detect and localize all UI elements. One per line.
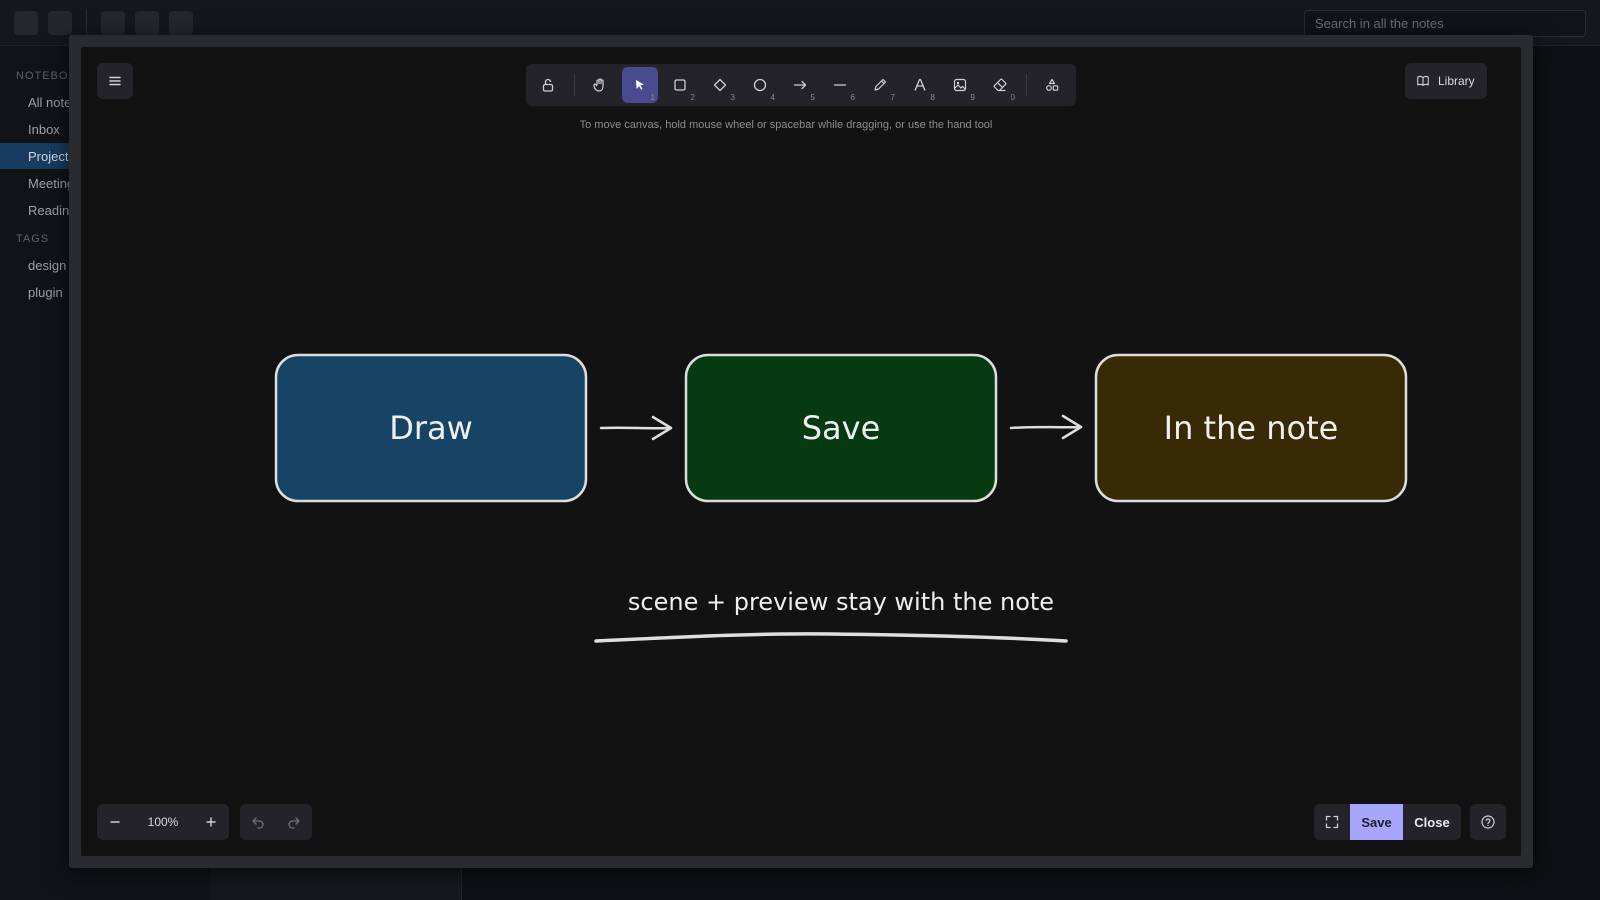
close-button[interactable]: Close <box>1414 814 1450 830</box>
zoom-in-button[interactable] <box>193 804 229 840</box>
eraser-icon <box>993 78 1007 92</box>
tool-shortcut: 8 <box>930 93 935 102</box>
tool-lock[interactable] <box>530 67 566 103</box>
fullscreen-icon <box>1325 815 1339 829</box>
redo-icon <box>288 817 300 829</box>
toolbar-button[interactable] <box>135 11 159 35</box>
library-button[interactable]: Library <box>1405 63 1487 99</box>
sidebar-tag-design[interactable]: design <box>28 258 67 273</box>
arrow-icon <box>793 80 807 90</box>
sidebar-tag-plugin[interactable]: plugin <box>28 285 63 300</box>
scene-box-draw[interactable]: Draw <box>274 353 588 503</box>
text-icon <box>914 78 926 91</box>
pencil-icon <box>874 78 887 91</box>
pointer-icon <box>636 80 644 90</box>
scene-arrow[interactable] <box>1009 414 1083 440</box>
library-label: Library <box>1438 74 1475 88</box>
line-icon <box>833 84 847 86</box>
plus-icon <box>206 817 216 827</box>
toolbar-divider <box>86 9 87 37</box>
help-button[interactable] <box>1470 804 1506 840</box>
tool-shortcut: 2 <box>690 93 695 102</box>
tool-shortcut: 7 <box>890 93 895 102</box>
tool-image[interactable]: 9 <box>942 67 978 103</box>
redo-button[interactable] <box>276 804 312 840</box>
hamburger-icon <box>109 76 121 86</box>
tool-shortcut: 9 <box>970 93 975 102</box>
scene-box-label: Save <box>802 409 881 447</box>
toolbar-button[interactable] <box>48 11 72 35</box>
search-input[interactable]: Search in all the notes <box>1304 10 1586 37</box>
scene-box-save[interactable]: Save <box>684 353 998 503</box>
undo-button[interactable] <box>240 804 276 840</box>
tool-draw[interactable]: 7 <box>862 67 898 103</box>
scene-box-in-the-note[interactable]: In the note <box>1094 353 1408 503</box>
tool-diamond[interactable]: 3 <box>702 67 738 103</box>
footer-actions: Save Close <box>1314 804 1461 840</box>
tool-extra-shapes[interactable] <box>1034 67 1070 103</box>
sidebar-item-reading[interactable]: Readin <box>28 203 70 218</box>
history-controls <box>240 804 312 840</box>
toolbar-button[interactable] <box>101 11 125 35</box>
fullscreen-button[interactable] <box>1314 804 1350 840</box>
drawing-modal: Draw Save In the note scene + preview st… <box>69 35 1533 868</box>
tool-palette: 1 2 3 4 5 6 7 <box>526 64 1076 106</box>
zoom-controls: 100% <box>97 804 229 840</box>
notebooks-heading: NOTEBOO <box>16 70 79 82</box>
tool-shortcut: 0 <box>1010 93 1015 102</box>
save-button[interactable]: Save <box>1350 804 1403 840</box>
image-icon <box>953 78 967 92</box>
tool-shortcut: 6 <box>850 93 855 102</box>
book-icon <box>1417 75 1429 86</box>
help-icon <box>1481 815 1495 829</box>
tool-hand[interactable] <box>582 67 618 103</box>
diamond-icon <box>713 78 727 92</box>
tool-eraser[interactable]: 0 <box>982 67 1018 103</box>
minus-icon <box>110 821 120 823</box>
tool-select[interactable]: 1 <box>622 67 658 103</box>
zoom-level[interactable]: 100% <box>147 815 179 829</box>
scene-box-label: In the note <box>1164 409 1339 447</box>
tool-shortcut: 4 <box>770 93 775 102</box>
tool-shortcut: 5 <box>810 93 815 102</box>
sidebar-item-all-notes[interactable]: All note <box>28 95 72 110</box>
tool-ellipse[interactable]: 4 <box>742 67 778 103</box>
main-menu-button[interactable] <box>97 63 133 99</box>
hand-icon <box>593 78 604 92</box>
tool-text[interactable]: 8 <box>902 67 938 103</box>
toolbar-divider <box>574 74 575 96</box>
scene-caption[interactable]: scene + preview stay with the note <box>628 588 1054 616</box>
sidebar-item-meetings[interactable]: Meeting <box>28 176 75 191</box>
tool-shortcut: 3 <box>730 93 735 102</box>
lock-icon <box>542 78 554 92</box>
scene: Draw Save In the note scene + preview st… <box>274 353 1408 643</box>
tool-shortcut: 1 <box>650 93 655 102</box>
tool-line[interactable]: 6 <box>822 67 858 103</box>
undo-icon <box>252 817 264 829</box>
rectangle-icon <box>674 79 686 91</box>
tool-rectangle[interactable]: 2 <box>662 67 698 103</box>
shapes-icon <box>1046 78 1059 91</box>
zoom-out-button[interactable] <box>97 804 133 840</box>
sidebar-item-inbox[interactable]: Inbox <box>28 122 60 137</box>
drawing-canvas[interactable]: Draw Save In the note scene + preview st… <box>81 47 1521 856</box>
tool-arrow[interactable]: 5 <box>782 67 818 103</box>
scene-box-label: Draw <box>389 409 473 447</box>
canvas-hint: To move canvas, hold mouse wheel or spac… <box>579 119 993 131</box>
ellipse-icon <box>753 78 767 92</box>
scene-arrow[interactable] <box>599 415 673 441</box>
toolbar-button[interactable] <box>169 11 193 35</box>
toolbar-divider <box>1026 74 1027 96</box>
scene-underline[interactable] <box>594 632 1068 643</box>
toolbar-button[interactable] <box>14 11 38 35</box>
tags-heading: TAGS <box>16 233 50 245</box>
